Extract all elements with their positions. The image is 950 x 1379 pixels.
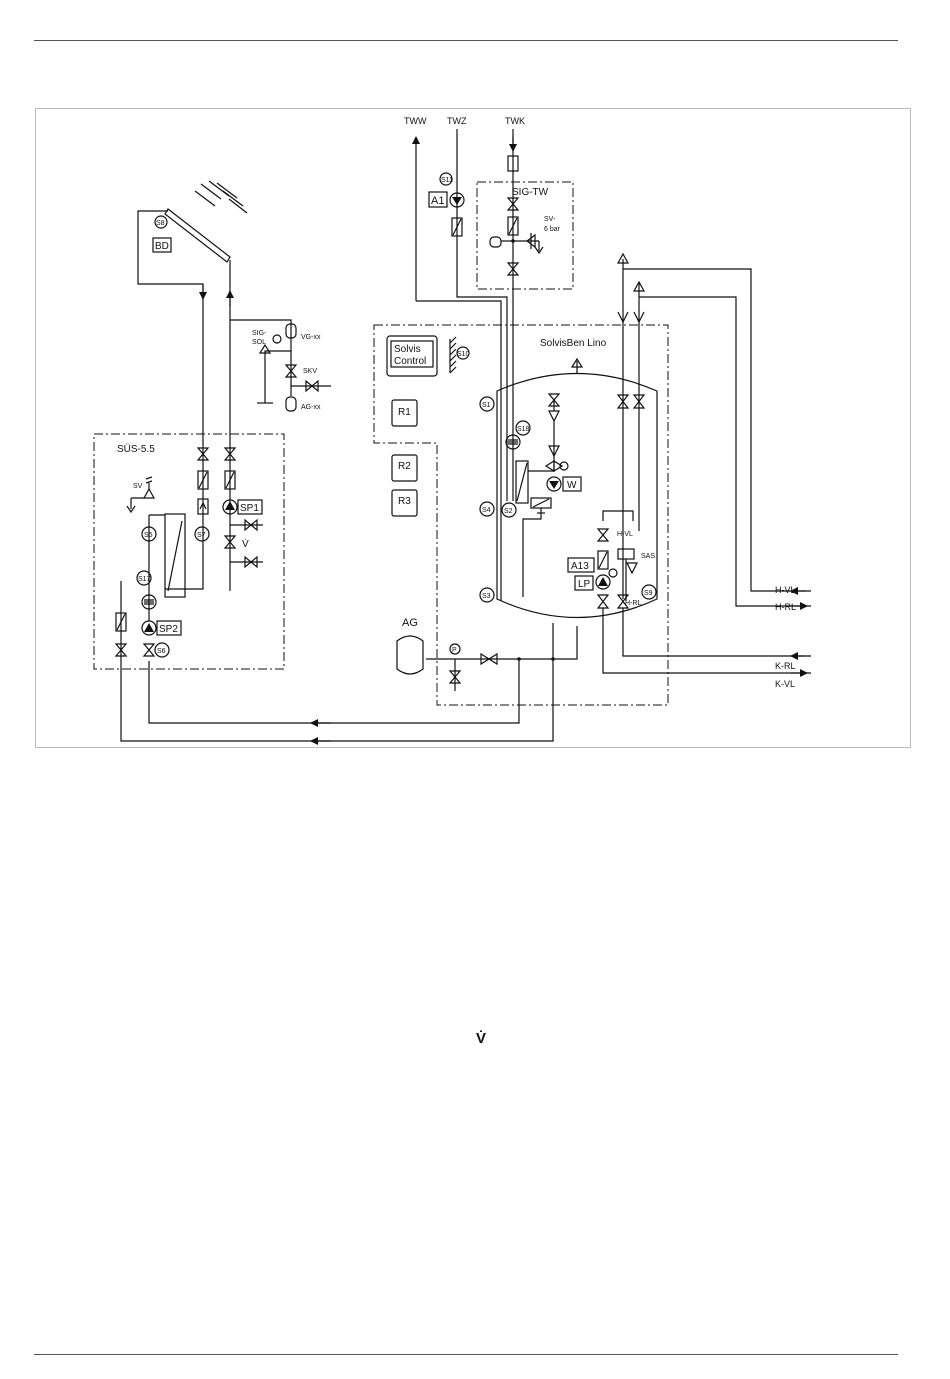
sun-rays-icon <box>195 181 247 213</box>
hydraulic-diagram: TWW TWZ TWK SIG-TW SV- 6 bar S11 A1 S8 B… <box>35 108 911 748</box>
sus-box <box>94 434 284 669</box>
label-twk: TWK <box>505 116 525 126</box>
heating-risers <box>623 259 639 599</box>
label-h-rl: H-RL <box>775 602 796 612</box>
sp2-pump-triangle <box>144 623 154 632</box>
label-s7: S7 <box>197 532 206 539</box>
fws-return <box>523 508 541 597</box>
label-sp2: SP2 <box>159 624 178 635</box>
sus-secondary <box>149 515 165 621</box>
label-a13: A13 <box>571 561 589 572</box>
label-h-vl: H-VL <box>775 585 796 595</box>
label-s5: S5 <box>144 532 153 539</box>
heat-circuit-top <box>603 511 633 521</box>
label-skv: SKV <box>303 368 317 375</box>
label-s9: S9 <box>644 590 653 597</box>
label-bd: BD <box>155 241 169 252</box>
tank-drain-line <box>426 626 577 659</box>
sigsol-gauge <box>273 335 281 343</box>
label-s17: S17 <box>138 576 151 583</box>
label-ag: AG <box>402 617 418 629</box>
label-twz: TWZ <box>447 116 467 126</box>
sas-unit <box>618 549 634 559</box>
label-k-rl: K-RL <box>775 661 796 671</box>
diagram-canvas: TWW TWZ TWK SIG-TW SV- 6 bar S11 A1 S8 B… <box>36 109 910 747</box>
footer-rule <box>34 1354 898 1355</box>
label-solvis: Solvis <box>394 344 421 355</box>
k-vl-valve <box>598 595 608 608</box>
label-sv6-2: 6 bar <box>544 226 561 233</box>
sus-hx-diag <box>168 521 182 591</box>
label-sig-sol-2: SOL <box>252 339 266 346</box>
label-h-rl-inner: H-RL <box>625 600 641 607</box>
label-vg: VG-xx <box>301 334 321 341</box>
label-s2: S2 <box>504 508 513 515</box>
tww-line <box>416 301 501 601</box>
h-vl-pipe <box>623 269 811 591</box>
label-s4: S4 <box>482 507 491 514</box>
lp-valve-top <box>598 529 608 541</box>
junction-dot <box>551 657 555 661</box>
flow-meter-lines <box>508 440 518 444</box>
label-lp: LP <box>578 579 591 590</box>
tank-vent <box>572 359 582 373</box>
storage-tank <box>497 374 657 618</box>
label-sig-tw: SIG-TW <box>512 187 549 198</box>
label-solvisben: SolvisBen Lino <box>540 338 607 349</box>
label-s11: S11 <box>441 177 453 184</box>
label-control: Control <box>394 356 426 367</box>
label-a1: A1 <box>431 195 444 207</box>
label-s18: S18 <box>517 426 530 433</box>
solar-collector <box>165 209 230 262</box>
twz-pipe <box>457 129 507 501</box>
label-r2: R2 <box>398 461 411 472</box>
label-sv6-1: SV- <box>544 216 556 223</box>
label-p: P <box>452 647 457 654</box>
label-sv: SV <box>133 483 143 490</box>
sus-safety-valve <box>144 477 154 498</box>
ag-xx-vessel <box>286 397 296 411</box>
label-s1: S1 <box>482 402 491 409</box>
fws-mixer-diag <box>533 499 549 507</box>
label-sig-sol-1: SIG- <box>252 330 267 337</box>
header-rule <box>34 40 898 41</box>
h-rl-pipe <box>639 297 811 606</box>
label-r1: R1 <box>398 407 411 418</box>
label-k-vl: K-VL <box>775 679 795 689</box>
a1-pump-triangle <box>452 197 462 205</box>
sus-fm-lines <box>144 600 154 604</box>
ag-expansion-vessel <box>397 636 423 674</box>
k-rl-pipe <box>623 608 811 656</box>
wall-sensor-hatch <box>450 337 456 373</box>
footnote-vdot-symbol: V̇ <box>476 1030 486 1047</box>
sas-valve <box>627 563 637 573</box>
label-sas: SAS <box>641 553 655 560</box>
label-h-vl-inner: H-VL <box>617 531 633 538</box>
sus-valve-sp2 <box>144 644 154 656</box>
sig-tw-box <box>477 182 573 289</box>
label-s8: S8 <box>156 220 165 227</box>
label-s10: S10 <box>457 351 470 358</box>
label-sp1: SP1 <box>240 503 259 514</box>
junction-dot <box>517 657 521 661</box>
label-ag-xx: AG-xx <box>301 404 321 411</box>
expansion-vessel-tw <box>490 237 501 247</box>
w-pump-triangle <box>549 481 559 489</box>
collector-return-main <box>121 581 553 741</box>
fws-hx-diag <box>517 463 527 501</box>
label-sus: SÜS-5.5 <box>117 443 155 455</box>
lp-pump-triangle <box>598 577 608 586</box>
label-s6: S6 <box>157 648 166 655</box>
sus-sv-drain <box>127 498 144 512</box>
label-r3: R3 <box>398 496 411 507</box>
label-s3: S3 <box>482 593 491 600</box>
sv-drain <box>535 241 543 253</box>
label-vdot-small: V̇ <box>242 537 249 550</box>
lp-check-diag <box>599 552 607 568</box>
collector-flow-main <box>149 659 519 723</box>
label-tww: TWW <box>404 116 427 126</box>
label-w: W <box>567 480 577 491</box>
lp-thermometer <box>609 569 617 577</box>
